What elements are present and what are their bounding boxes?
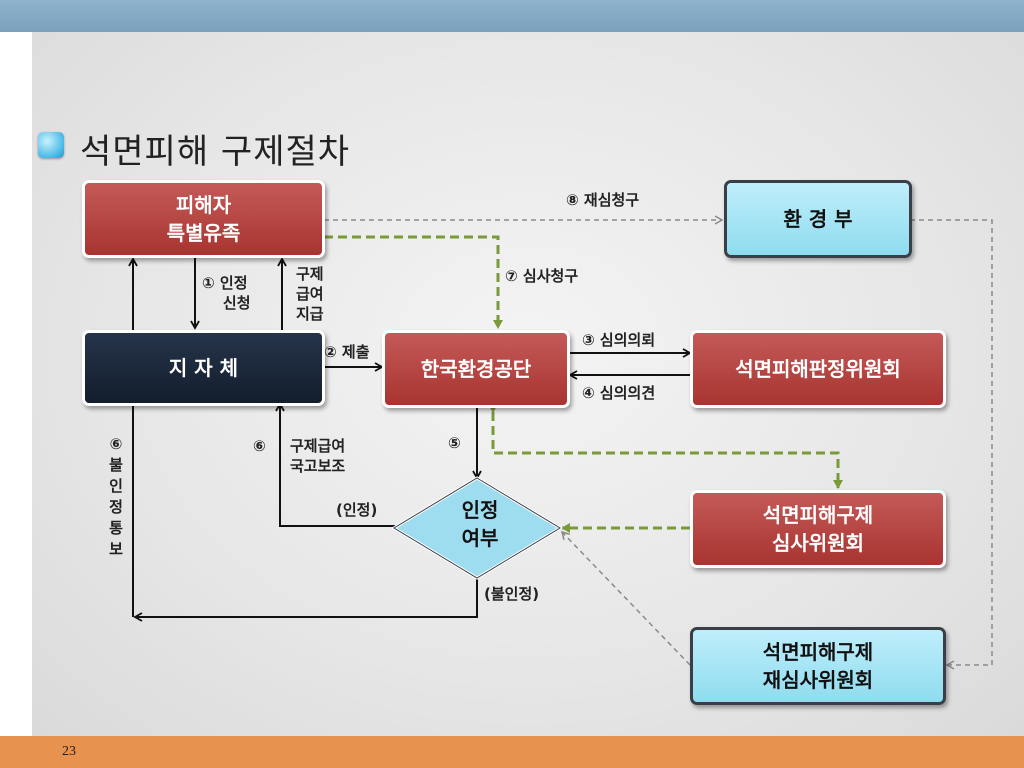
edge-review-claim xyxy=(324,235,503,329)
slide-title: 석면피해 구제절차 xyxy=(80,132,351,172)
label-step5: ⑤ xyxy=(448,434,461,452)
node-rereview-committee: 석면피해구제 재심사위원회 xyxy=(690,627,946,705)
label-rejected: (불인정) xyxy=(484,585,540,603)
edge-approved xyxy=(275,402,395,527)
node-review-committee: 석면피해구제 심사위원회 xyxy=(690,490,946,568)
edge-rereview-decision xyxy=(560,530,691,666)
node-ministry: 환 경 부 xyxy=(724,180,912,258)
label-step1: ① 인정 신청 xyxy=(202,274,251,312)
bottom-banner xyxy=(0,736,1024,768)
edge-corp-review-committee xyxy=(488,404,843,489)
label-step6-left: ⑥ 불 인 정 통 보 xyxy=(109,435,123,558)
label-approved: (인정) xyxy=(336,501,378,519)
node-decision-label: 인정 여부 xyxy=(461,498,499,550)
label-step6-right: 구제급여 국고보조 xyxy=(290,437,346,475)
page-number: 23 xyxy=(62,744,76,759)
node-korea-env-corp: 한국환경공단 xyxy=(382,330,570,408)
edge-rejected xyxy=(133,578,478,622)
node-victim: 피해자 특별유족 xyxy=(82,180,325,258)
top-banner xyxy=(0,0,1024,32)
label-step2: ② 제출 xyxy=(324,343,370,361)
bullet-icon xyxy=(38,132,64,158)
label-step3: ③ 심의의뢰 xyxy=(582,331,656,349)
label-relief-pay: 구제 급여 지급 xyxy=(296,265,324,323)
label-step4: ④ 심의의견 xyxy=(582,384,656,402)
node-local-government: 지 자 체 xyxy=(82,330,325,406)
label-step8: ⑧ 재심청구 xyxy=(566,191,640,209)
node-judgment-committee: 석면피해판정위원회 xyxy=(690,330,946,408)
label-step7: ⑦ 심사청구 xyxy=(505,267,579,285)
edge-ministry-rereview xyxy=(910,219,993,670)
left-margin-strip xyxy=(0,32,32,736)
label-step6-right-num: ⑥ xyxy=(253,437,266,455)
